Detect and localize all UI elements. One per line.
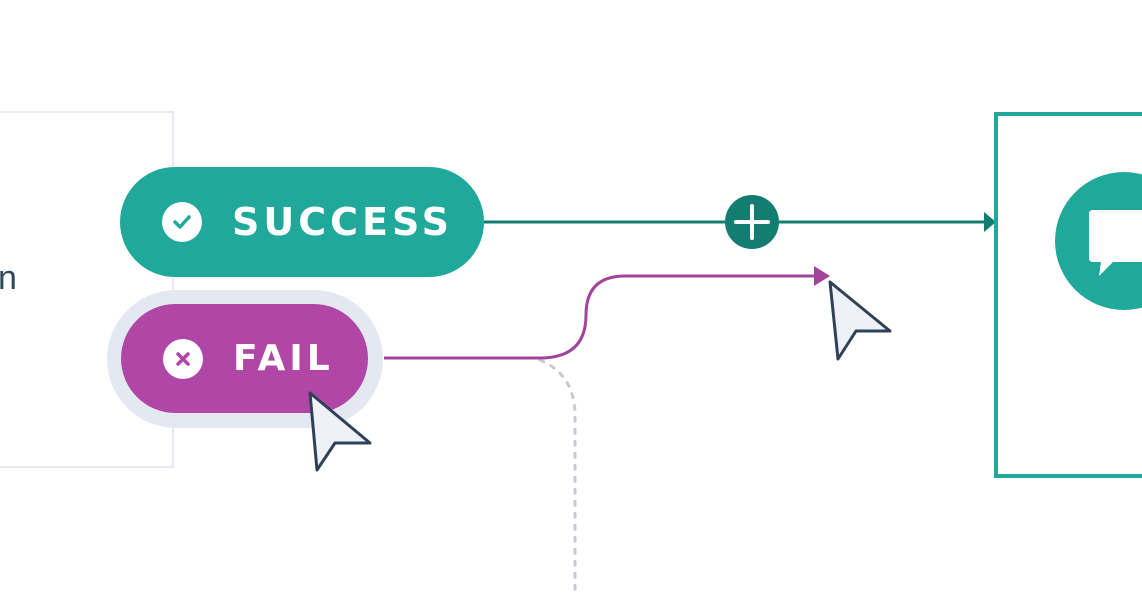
success-connector-arrowhead	[984, 212, 996, 232]
fail-branch-pill[interactable]: FAIL	[121, 304, 368, 413]
success-label: SUCCESS	[232, 200, 453, 244]
plus-icon	[734, 204, 770, 240]
x-icon	[163, 338, 203, 379]
chat-bubble-icon	[1089, 210, 1142, 276]
fail-connector-arrowhead	[814, 266, 830, 286]
dotted-connector	[538, 358, 577, 596]
success-branch-pill[interactable]: SUCCESS	[120, 167, 484, 277]
add-step-button[interactable]	[725, 195, 779, 249]
fail-label: FAIL	[233, 338, 334, 379]
fail-connector-line	[384, 274, 818, 360]
check-icon	[162, 202, 202, 242]
cursor-arrow-icon	[828, 280, 892, 361]
previous-step-text: n	[0, 259, 17, 297]
